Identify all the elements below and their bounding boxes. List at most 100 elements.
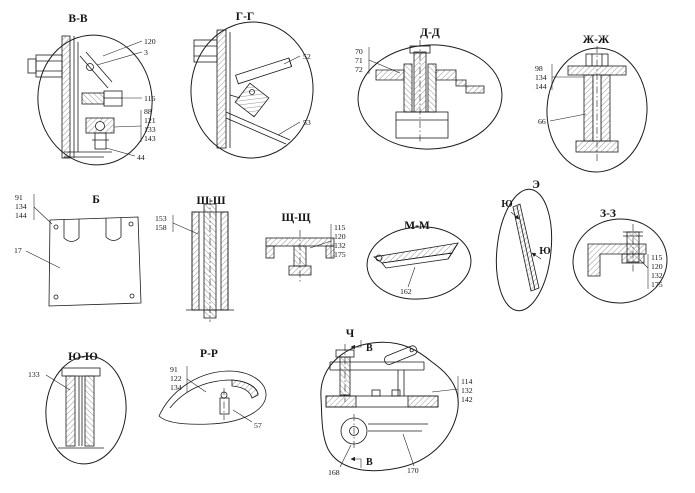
- callout-rr-134: 134: [170, 383, 182, 392]
- callout-yuyu-133: 133: [28, 370, 40, 379]
- mm-boundary: [366, 226, 472, 300]
- callout-zz-175: 175: [651, 280, 663, 289]
- view-b: Б 91 134 144 17: [14, 193, 142, 307]
- view-rr: Р-Р 91 122 134 57: [158, 348, 267, 430]
- section-label-ch-top: В: [366, 343, 373, 354]
- ch-boundary: [320, 341, 459, 472]
- callout-vv-143: 143: [144, 134, 156, 143]
- callout-schsch-115: 115: [334, 223, 346, 232]
- vv-linework: [27, 35, 123, 159]
- callout-zz-115: 115: [651, 253, 663, 262]
- callout-vv-121: 121: [144, 116, 156, 125]
- vv-leaders: [96, 40, 143, 157]
- view-title-zhzh: Ж-Ж: [583, 34, 610, 46]
- view-vv: В-В: [27, 13, 156, 166]
- dd-boundary: [357, 44, 503, 150]
- callout-b-91: 91: [15, 193, 23, 202]
- view-e: Э Ю Ю: [495, 179, 553, 312]
- shsh-leaders: [172, 215, 199, 235]
- view-title-vv: В-В: [68, 13, 88, 25]
- callout-zhzh-144: 144: [535, 82, 547, 91]
- callout-dd-70: 70: [355, 47, 363, 56]
- gg-linework: [193, 29, 293, 149]
- view-title-dd: Д-Д: [420, 27, 440, 39]
- view-title-ch: Ч: [346, 328, 355, 340]
- view-title-yuyu: Ю-Ю: [68, 351, 98, 363]
- zhzh-linework: [567, 46, 627, 162]
- yuyu-linework: [58, 367, 104, 449]
- callout-rr-91: 91: [170, 365, 178, 374]
- yuyu-leaders: [45, 374, 71, 391]
- callout-vv-88: 88: [144, 107, 152, 116]
- b-leaders: [25, 194, 61, 269]
- callout-schsch-120: 120: [334, 232, 346, 241]
- view-title-schsch: Щ-Щ: [281, 212, 310, 224]
- rr-leaders: [186, 366, 253, 423]
- callout-vv-133: 133: [144, 125, 156, 134]
- section-label-ch-bottom: В: [366, 457, 373, 468]
- zz-linework: [587, 224, 647, 277]
- callout-schsch-132: 132: [334, 241, 346, 250]
- zhzh-leaders: [549, 64, 587, 122]
- gg-boundary: [190, 21, 314, 159]
- callout-b-17: 17: [14, 246, 22, 255]
- callout-ch-170: 170: [407, 466, 419, 475]
- callout-shsh-158: 158: [155, 223, 167, 232]
- view-zz: З-З 115 120 132 175: [572, 208, 668, 304]
- callout-zhzh-98: 98: [535, 64, 543, 73]
- callout-rr-57: 57: [254, 421, 262, 430]
- callout-vv-44: 44: [137, 153, 145, 162]
- view-yuyu: Ю-Ю 133: [28, 351, 127, 465]
- view-dd: Д-Д 70 71 72: [355, 27, 503, 150]
- schsch-linework: [265, 230, 335, 282]
- view-title-mm: М-М: [404, 220, 430, 232]
- zz-boundary: [572, 218, 668, 304]
- callout-b-144: 144: [15, 211, 27, 220]
- callout-gg-53: 53: [303, 118, 311, 127]
- callout-vv-120: 120: [144, 37, 156, 46]
- view-gg: Г-Г 52 53: [190, 11, 314, 159]
- yuyu-boundary: [45, 355, 127, 465]
- callout-zz-120: 120: [651, 262, 663, 271]
- section-label-e-top: Ю: [501, 199, 512, 210]
- callout-vv-3: 3: [144, 48, 148, 57]
- callout-vv-116: 116: [144, 94, 156, 103]
- gg-leaders: [277, 55, 301, 136]
- callout-zhzh-134: 134: [535, 73, 547, 82]
- view-shsh: Ш-Ш 153 158: [155, 195, 234, 322]
- view-ch: Ч: [320, 328, 473, 477]
- view-title-zz: З-З: [600, 208, 616, 220]
- callout-gg-52: 52: [303, 52, 311, 61]
- schsch-leaders: [309, 224, 332, 258]
- zhzh-boundary: [546, 47, 648, 173]
- callout-schsch-175: 175: [334, 250, 346, 259]
- b-linework: [48, 216, 142, 307]
- callout-ch-142: 142: [461, 395, 473, 404]
- callout-mm-162: 162: [400, 287, 412, 296]
- view-title-gg: Г-Г: [236, 11, 254, 23]
- callout-b-134: 134: [15, 202, 27, 211]
- callout-dd-71: 71: [355, 56, 363, 65]
- callout-shsh-153: 153: [155, 214, 167, 223]
- mm-leaders: [407, 266, 416, 288]
- ch-section-arrows: [350, 340, 362, 468]
- rr-linework: [158, 370, 267, 425]
- callout-ch-132: 132: [461, 386, 473, 395]
- vv-boundary: [37, 34, 153, 166]
- view-schsch: Щ-Щ 115 120 132 175: [265, 212, 346, 282]
- ch-linework: [325, 344, 439, 448]
- section-label-e-bottom: Ю: [539, 246, 550, 257]
- e-section-arrows: [510, 211, 542, 260]
- callout-rr-122: 122: [170, 374, 182, 383]
- zz-leaders: [639, 254, 649, 289]
- shsh-linework: [186, 198, 234, 322]
- e-linework: [512, 203, 540, 292]
- callout-zhzh-66: 66: [538, 117, 546, 126]
- callout-ch-168: 168: [328, 468, 340, 477]
- ch-leaders: [339, 376, 459, 468]
- view-title-e: Э: [532, 179, 540, 191]
- dd-linework: [375, 40, 485, 144]
- callout-dd-72: 72: [355, 65, 363, 74]
